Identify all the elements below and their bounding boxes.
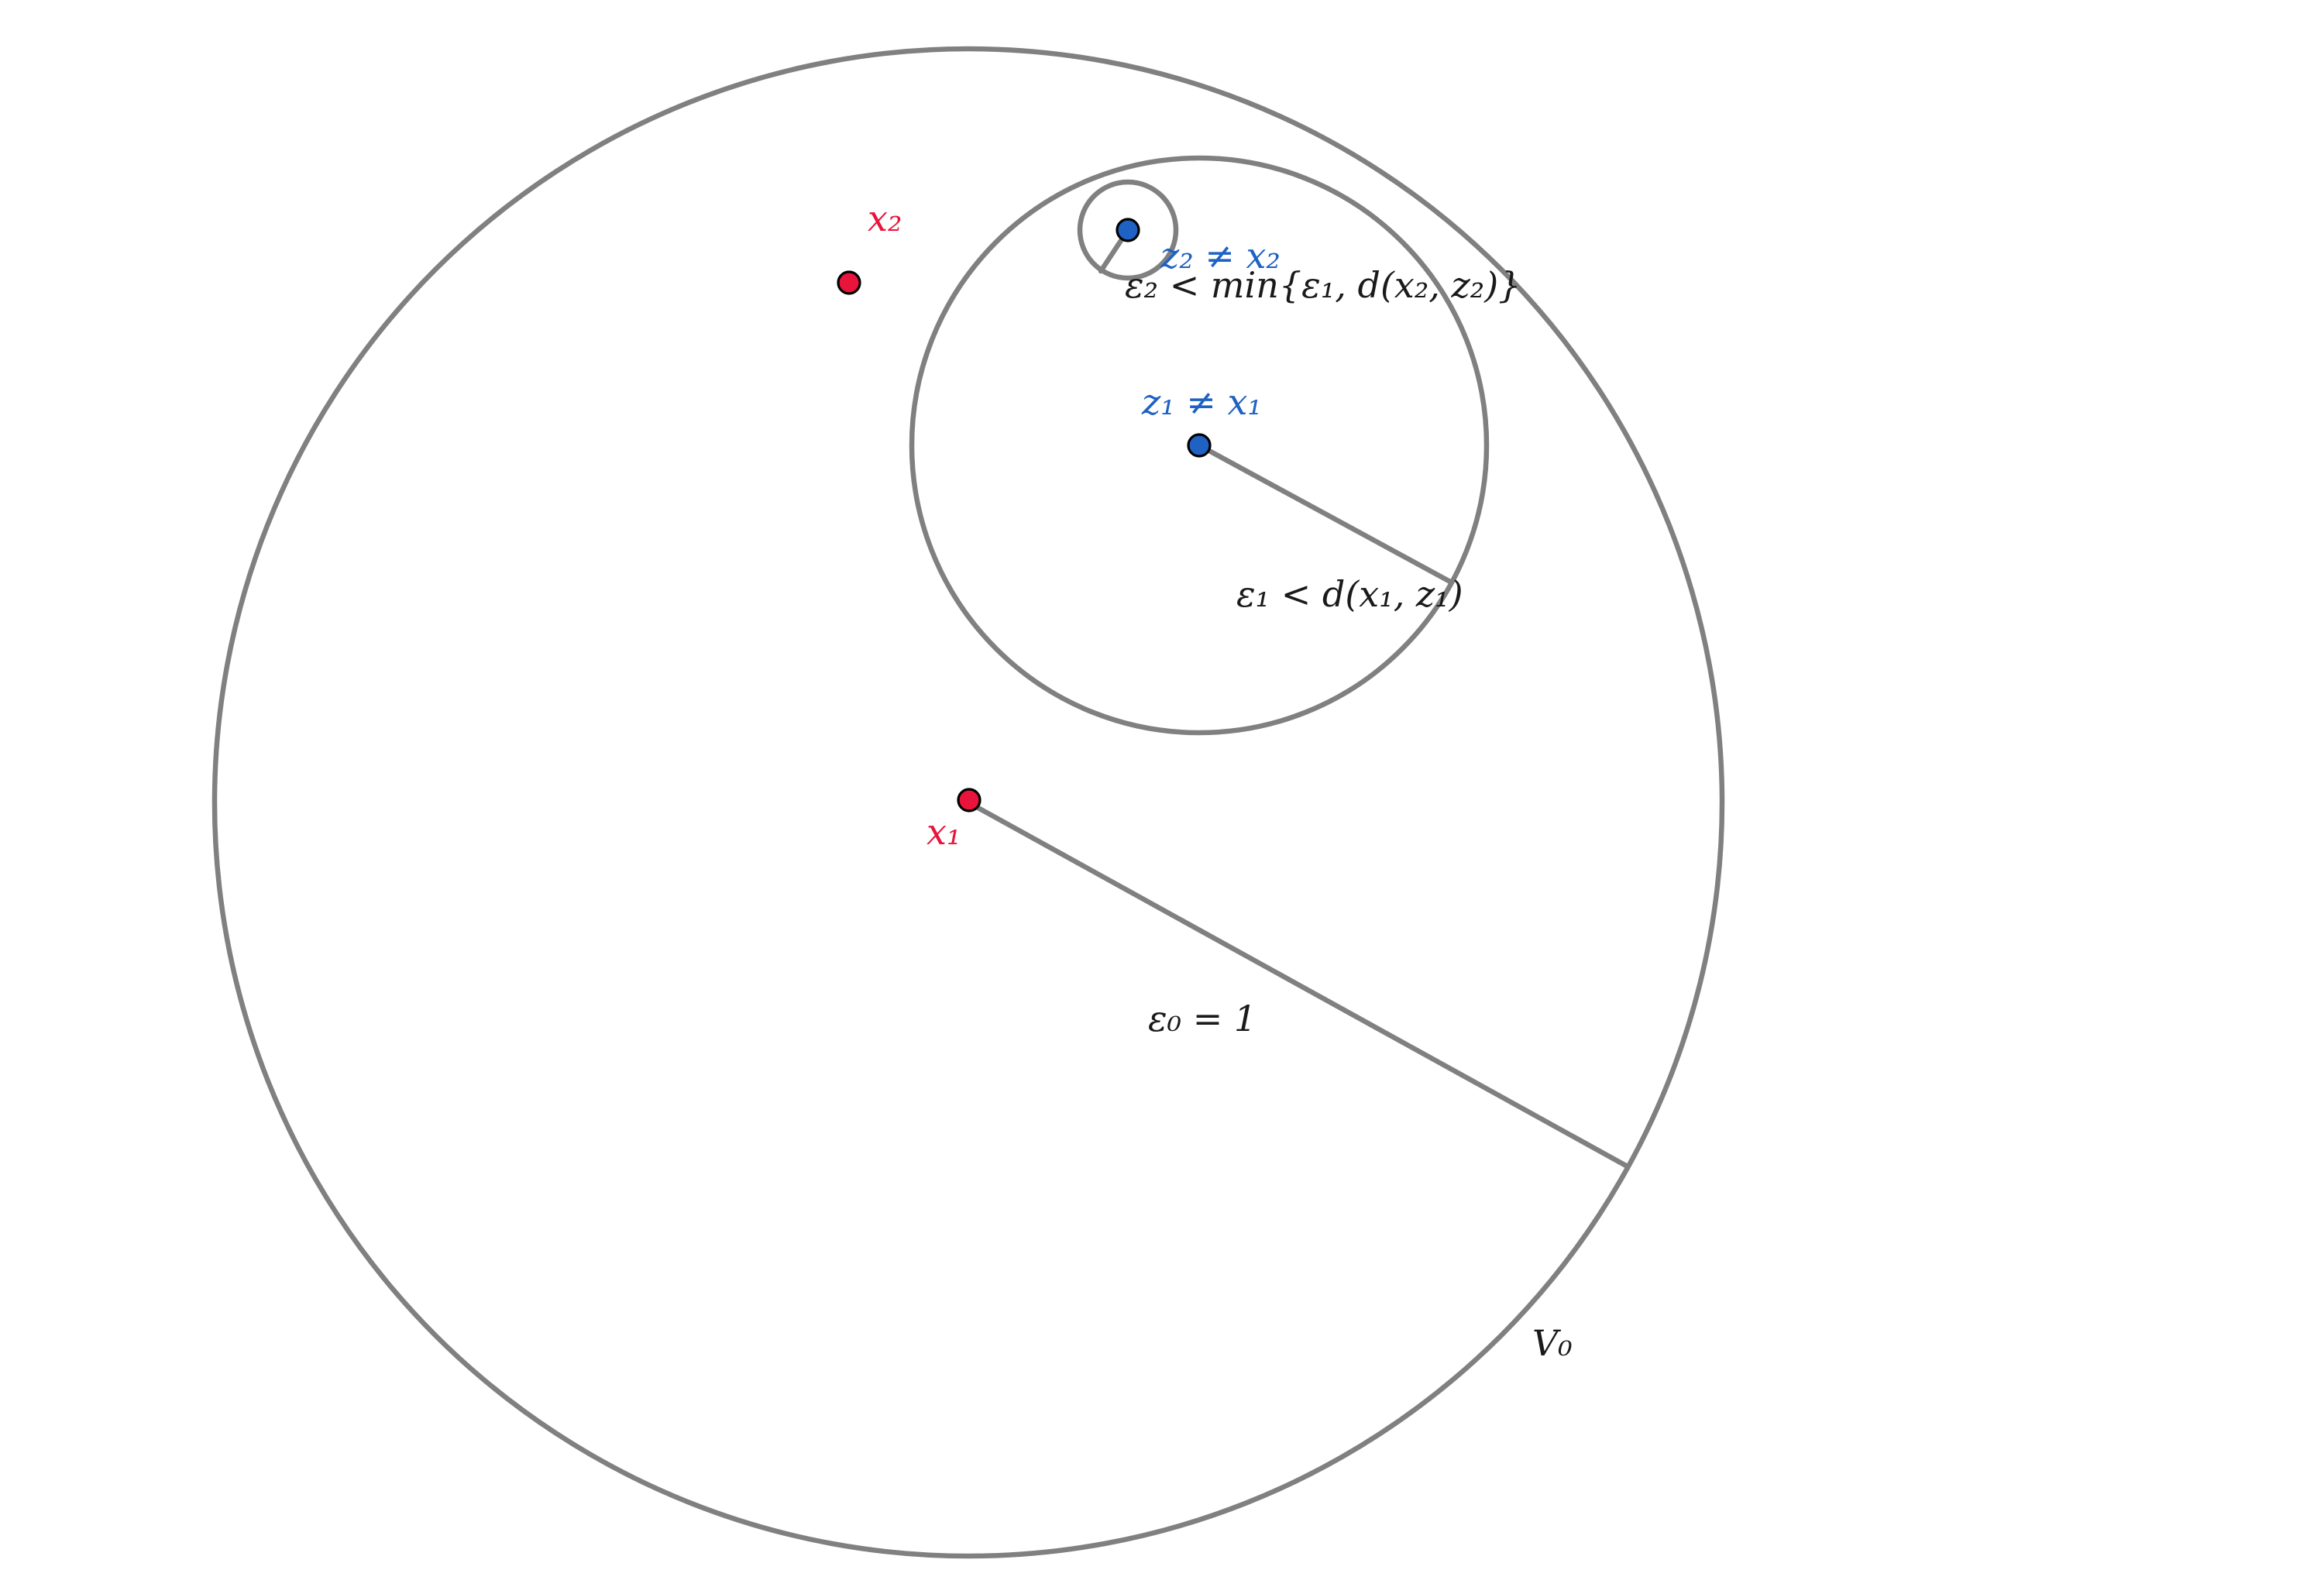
label-z2: z₂ ≠ x₂ xyxy=(1160,235,1281,277)
point-z1 xyxy=(1187,433,1212,458)
point-x2 xyxy=(837,270,861,295)
small-ball xyxy=(1077,179,1179,281)
outer-ball-v0 xyxy=(211,46,1725,1559)
point-z2 xyxy=(1116,218,1140,242)
radius-eps1 xyxy=(1196,442,1453,585)
label-v0: V₀ xyxy=(1532,1322,1573,1364)
label-eps1: ε₁ < d(x₁, z₁) xyxy=(1236,573,1463,615)
point-x1 xyxy=(957,788,982,812)
label-eps0: ε₀ = 1 xyxy=(1148,998,1257,1039)
label-x1: x₁ xyxy=(927,811,961,853)
label-x2: x₂ xyxy=(868,198,902,239)
label-z1: z₁ ≠ x₁ xyxy=(1141,381,1262,423)
label-eps2: ε₂ < min{ε₁, d(x₂, z₂)} xyxy=(1125,264,1521,306)
middle-ball xyxy=(909,155,1490,736)
radius-eps0 xyxy=(965,799,1629,1169)
